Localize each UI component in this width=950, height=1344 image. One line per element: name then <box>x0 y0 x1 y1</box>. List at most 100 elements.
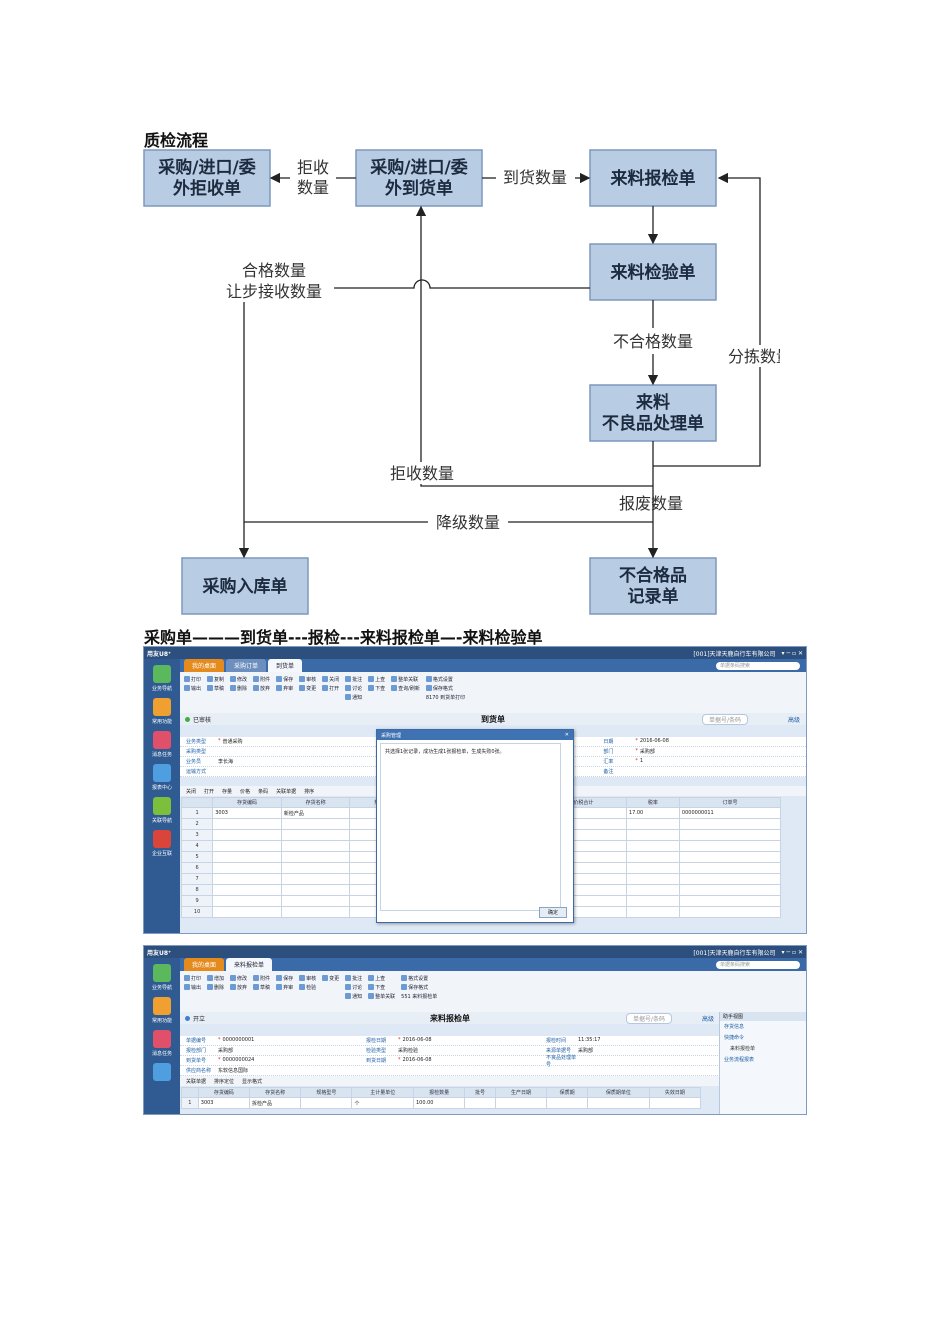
print-template-select[interactable]: 551 来料报检单 <box>401 993 438 1000</box>
approve-button[interactable]: 审核 <box>299 974 316 982</box>
helper-item-shortcuts[interactable]: 快捷命令 <box>724 1035 745 1041</box>
grid-stock-button[interactable]: 存量 <box>222 788 233 795</box>
table-cell[interactable] <box>212 895 282 907</box>
delete-button[interactable]: 删除 <box>207 983 224 991</box>
request-dept-field[interactable]: 采购部 <box>218 1048 234 1054</box>
table-cell[interactable]: 4 <box>180 840 214 852</box>
window-controls[interactable]: ▾ ─ ▫ ✕ <box>781 948 803 956</box>
table-cell[interactable] <box>625 818 680 830</box>
comment-button[interactable]: 批注 <box>345 974 362 982</box>
table-cell[interactable]: 1 <box>180 807 214 819</box>
supplier-field[interactable]: 东软信息国际 <box>218 1068 249 1074</box>
notify-button[interactable]: 通知 <box>345 693 362 701</box>
discard-button[interactable]: 放弃 <box>230 983 247 991</box>
discuss-button[interactable]: 讨论 <box>345 684 362 692</box>
exchange-rate-field[interactable]: 1 <box>639 758 644 764</box>
draft-button[interactable]: 草稿 <box>207 684 224 692</box>
table-cell[interactable] <box>678 840 782 852</box>
table-cell[interactable] <box>280 840 351 852</box>
dialog-close-icon[interactable]: ✕ <box>564 732 569 738</box>
business-type-field[interactable]: 普通采购 <box>222 739 243 745</box>
grid-close-button[interactable]: 关闭 <box>186 788 197 795</box>
discard-button[interactable]: 放弃 <box>253 684 270 692</box>
nav-common[interactable]: 常用功能 <box>144 698 180 725</box>
table-cell[interactable] <box>300 1097 353 1109</box>
advanced-search-link[interactable]: 高级 <box>787 716 800 724</box>
grid-open-button[interactable]: 打开 <box>204 788 215 795</box>
attachment-button[interactable]: 附件 <box>253 675 270 683</box>
nav-common[interactable]: 常用功能 <box>144 997 180 1024</box>
nav-reports[interactable]: 报表中心 <box>144 764 180 791</box>
grid-related-button[interactable]: 关联单据 <box>276 788 297 795</box>
global-search-input[interactable]: 单据条码搜索 <box>716 662 800 670</box>
source-dept-field[interactable]: 采购部 <box>578 1048 594 1054</box>
table-cell[interactable]: 17.00 <box>625 807 680 819</box>
date-field[interactable]: 2016-06-08 <box>639 738 669 744</box>
table-cell[interactable] <box>280 851 351 863</box>
arrival-number-field[interactable]: 0000000024 <box>222 1057 255 1063</box>
table-cell[interactable] <box>678 906 782 918</box>
nav-business[interactable]: 业务导航 <box>144 665 180 692</box>
close-button[interactable]: 关闭 <box>322 675 339 683</box>
inspection-type-field[interactable]: 采购检验 <box>398 1048 419 1054</box>
table-cell[interactable]: 10 <box>180 906 214 918</box>
draft-button[interactable]: 草稿 <box>253 983 270 991</box>
table-cell[interactable] <box>625 851 680 863</box>
notify-button[interactable]: 通知 <box>345 992 362 1000</box>
format-settings-button[interactable]: 格式设置 <box>425 675 465 683</box>
column-header[interactable]: 生产日期 <box>494 1087 548 1098</box>
table-cell[interactable] <box>546 1097 589 1109</box>
print-button[interactable]: 打印 <box>184 675 201 683</box>
unapprove-button[interactable]: 弃审 <box>276 983 293 991</box>
table-cell[interactable]: 0000000011 <box>678 807 782 819</box>
table-cell[interactable] <box>625 884 680 896</box>
dialog-ok-button[interactable]: 确定 <box>538 907 567 918</box>
column-header[interactable]: 失效日期 <box>648 1087 702 1098</box>
table-cell[interactable]: 5 <box>180 851 214 863</box>
tab-desktop[interactable]: 我的桌面 <box>184 958 225 971</box>
query-down-button[interactable]: 下查 <box>368 684 385 692</box>
advanced-search-link[interactable]: 高级 <box>701 1015 714 1023</box>
grid-price-button[interactable]: 价格 <box>240 788 251 795</box>
table-cell[interactable] <box>280 884 351 896</box>
grid-sort-button[interactable]: 排序定位 <box>214 1078 235 1085</box>
table-cell[interactable] <box>678 862 782 874</box>
print-template-select[interactable]: 8170 到货单打印 <box>425 694 466 701</box>
edit-button[interactable]: 修改 <box>230 675 247 683</box>
table-cell[interactable] <box>212 840 282 852</box>
table-cell[interactable]: 3003 <box>212 807 282 819</box>
window-controls[interactable]: ▾ ─ ▫ ✕ <box>781 649 803 657</box>
nav-messages[interactable]: 消息任务 <box>144 731 180 758</box>
column-header[interactable]: 存货名称 <box>280 797 351 808</box>
salesperson-field[interactable]: 李长海 <box>218 759 234 765</box>
tab-purchase-order[interactable]: 采购订单 <box>226 659 267 672</box>
related-docs-button[interactable]: 整单关联 <box>368 992 395 1000</box>
table-cell[interactable] <box>678 884 782 896</box>
table-cell[interactable] <box>625 895 680 907</box>
document-search-input[interactable]: 单据号/条码 <box>625 1012 672 1024</box>
nav-enterprise[interactable]: 企业互联 <box>144 830 180 857</box>
table-cell[interactable] <box>464 1097 496 1109</box>
edit-button[interactable]: 修改 <box>230 974 247 982</box>
column-header[interactable]: 存货名称 <box>248 1087 302 1098</box>
column-header[interactable]: 存货编码 <box>197 1087 251 1098</box>
unapprove-button[interactable]: 弃审 <box>276 684 293 692</box>
table-cell[interactable] <box>212 851 282 863</box>
attachment-button[interactable]: 附件 <box>253 974 270 982</box>
table-cell[interactable] <box>212 818 282 830</box>
grid-sort-button[interactable]: 排序 <box>304 788 315 795</box>
nav-reports[interactable] <box>144 1063 180 1081</box>
tab-inspection-request[interactable]: 来料报检单 <box>226 958 273 971</box>
delete-button[interactable]: 删除 <box>230 684 247 692</box>
request-date-field[interactable]: 2016-06-08 <box>402 1037 432 1043</box>
query-down-button[interactable]: 下查 <box>368 983 395 991</box>
approve-button[interactable]: 审核 <box>299 675 316 683</box>
table-cell[interactable] <box>625 906 680 918</box>
discuss-button[interactable]: 讨论 <box>345 983 362 991</box>
nav-messages[interactable]: 消息任务 <box>144 1030 180 1057</box>
table-cell[interactable]: 100.00 <box>412 1097 466 1109</box>
related-docs-button[interactable]: 整单关联 <box>391 675 420 683</box>
table-cell[interactable] <box>280 829 351 841</box>
table-cell[interactable] <box>678 818 782 830</box>
